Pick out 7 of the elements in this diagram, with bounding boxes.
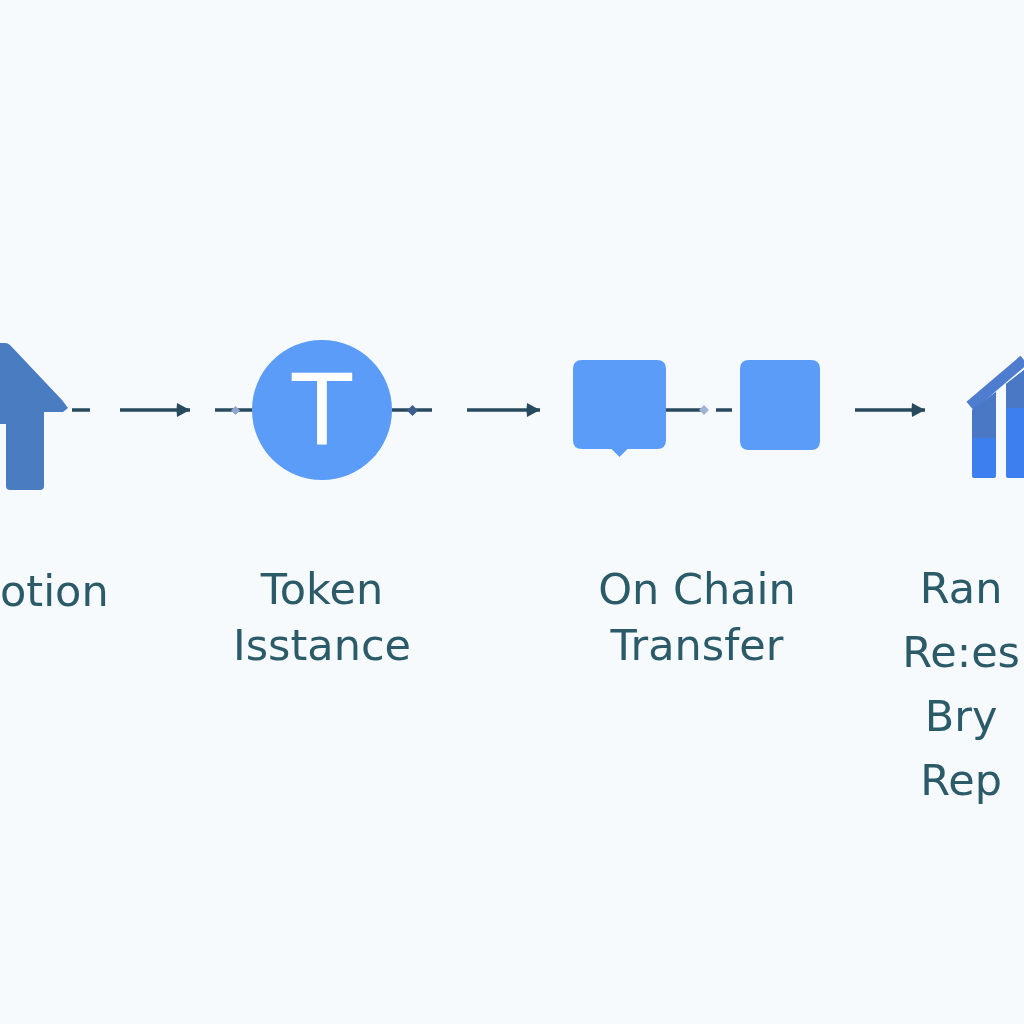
circle-letter: T: [292, 361, 352, 459]
step-caption: otion: [0, 565, 109, 618]
step-caption: Token Isstance: [231, 563, 412, 672]
step-caption: On Chain Transfer: [597, 563, 797, 672]
step-caption: Ran Re:es Bry Rep: [902, 562, 1020, 807]
speech-bubble: [573, 360, 666, 457]
square-block: [740, 360, 820, 450]
